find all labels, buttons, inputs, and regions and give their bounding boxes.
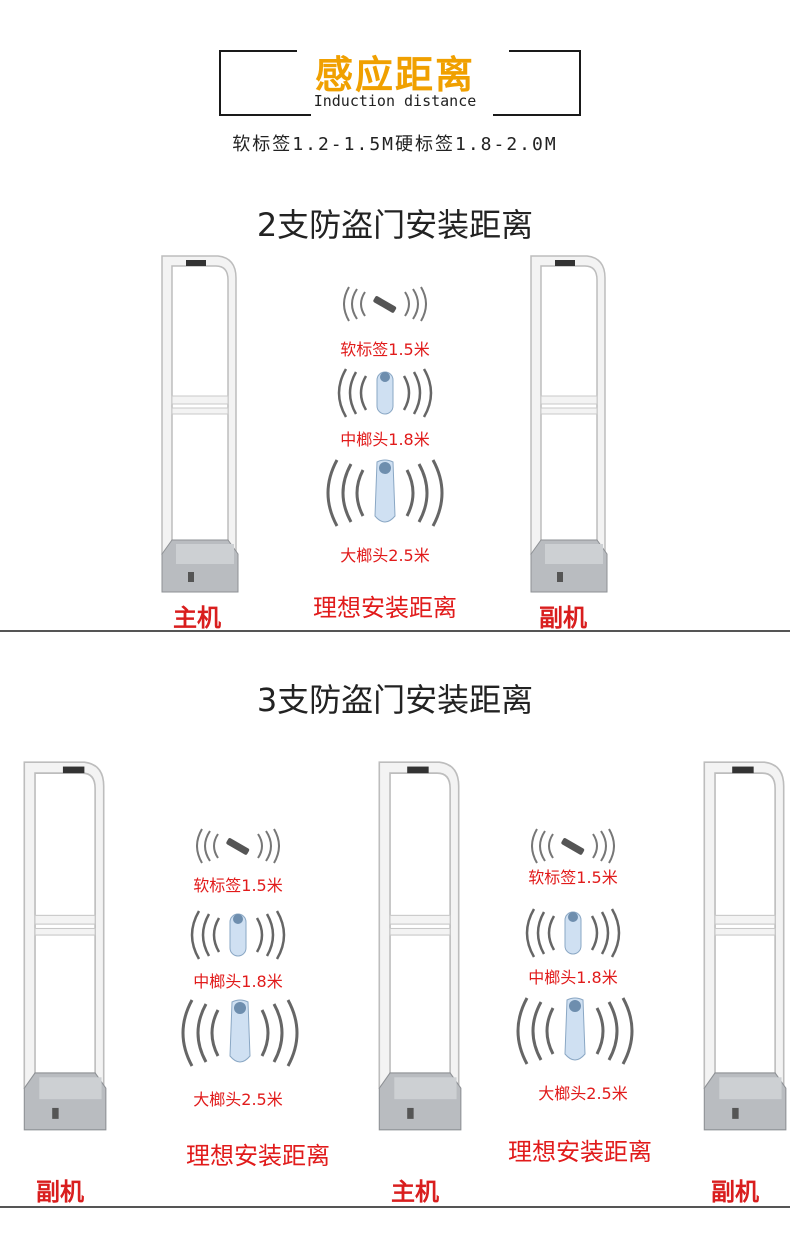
section-divider (0, 630, 790, 632)
mid-hammer-label: 中榔头1.8米 (193, 972, 283, 991)
gate-right-2 (530, 255, 608, 593)
big-hammer-label: 大榔头2.5米 (538, 1084, 628, 1103)
gate-mid-3 (378, 761, 462, 1131)
soft-tag-signal-icon (531, 828, 615, 864)
gate-left-3 (23, 761, 107, 1131)
header-distance: 软标签1.2-1.5M硬标签1.8-2.0M (232, 134, 558, 155)
mid-hammer-signal-icon (525, 908, 621, 958)
soft-tag-label: 软标签1.5米 (193, 876, 283, 895)
soft-tag-label: 软标签1.5米 (528, 868, 618, 887)
ideal-distance-label: 理想安装距离 (186, 1142, 330, 1170)
gate-label-sub-2: 副机 (539, 604, 587, 632)
mid-hammer-label: 中榔头1.8米 (528, 968, 618, 987)
gate-label-sub-3a: 副机 (36, 1178, 84, 1206)
gate-right-3 (703, 761, 787, 1131)
header-subtitle: Induction distance (313, 92, 477, 110)
section2-title: 2支防盗门安装距离 (256, 206, 534, 244)
big-hammer-label: 大榔头2.5米 (340, 546, 430, 565)
gate-label-main-3: 主机 (391, 1178, 439, 1206)
ideal-distance-label: 理想安装距离 (313, 594, 457, 622)
big-hammer-signal-icon (516, 997, 634, 1065)
big-hammer-signal-icon (181, 999, 299, 1067)
gate-label-sub-3b: 副机 (711, 1178, 759, 1206)
gate-label-main-2: 主机 (173, 604, 221, 632)
header-title: 感应距离 (314, 53, 475, 97)
gate-left-2 (161, 255, 239, 593)
section3-title: 3支防盗门安装距离 (256, 681, 534, 719)
big-hammer-label: 大榔头2.5米 (193, 1090, 283, 1109)
section-divider (0, 1206, 790, 1208)
big-hammer-signal-icon (326, 459, 444, 527)
mid-hammer-label: 中榔头1.8米 (340, 430, 430, 449)
ideal-distance-label: 理想安装距离 (508, 1138, 652, 1166)
soft-tag-signal-icon (196, 828, 280, 864)
soft-tag-label: 软标签1.5米 (340, 340, 430, 359)
header-frame (219, 50, 581, 116)
soft-tag-signal-icon (343, 286, 427, 322)
mid-hammer-signal-icon (190, 910, 286, 960)
mid-hammer-signal-icon (337, 368, 433, 418)
